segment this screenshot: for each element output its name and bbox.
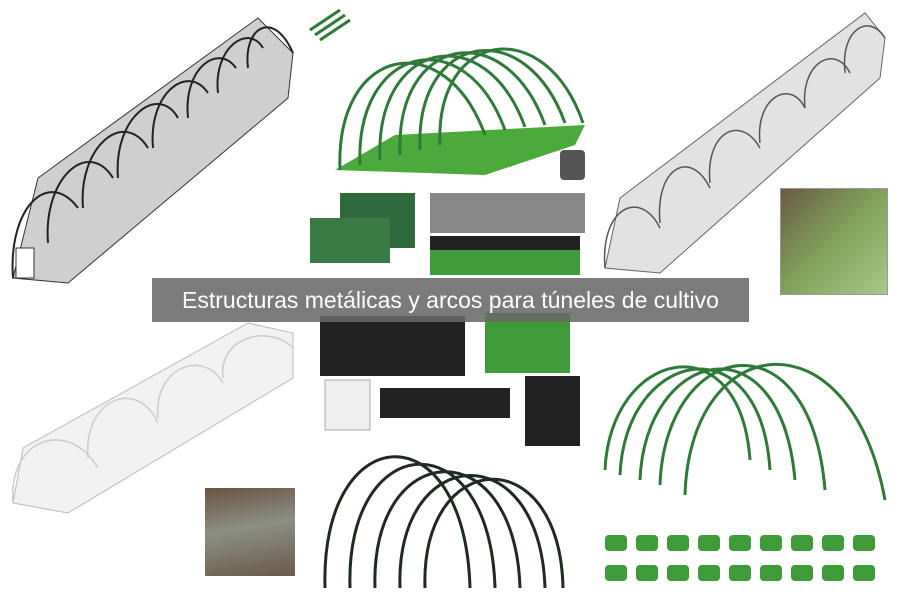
clip-part	[791, 565, 813, 581]
clip-part	[760, 535, 782, 551]
parts-kit-image	[305, 188, 595, 598]
clip-part	[729, 535, 751, 551]
clip-part	[729, 565, 751, 581]
net-tunnel-image	[8, 8, 298, 293]
clip-part	[667, 565, 689, 581]
clip-part	[853, 535, 875, 551]
long-net-tunnel-image	[600, 8, 892, 295]
clip-part	[605, 535, 627, 551]
clip-part	[791, 535, 813, 551]
clip-part	[853, 565, 875, 581]
arches-clips-image	[600, 310, 892, 595]
clip-part	[760, 565, 782, 581]
plastic-film-photo	[205, 488, 295, 576]
clip-part	[698, 565, 720, 581]
green-arches-kit-image	[305, 5, 595, 185]
clip-part	[822, 565, 844, 581]
clip-part	[636, 535, 658, 551]
clip-part	[605, 565, 627, 581]
plastic-tunnel-image	[8, 318, 298, 588]
category-caption[interactable]: Estructuras metálicas y arcos para túnel…	[152, 278, 749, 322]
clip-part	[636, 565, 658, 581]
clip-part	[667, 535, 689, 551]
tunnel-closeup-photo	[780, 188, 888, 295]
clip-part	[822, 535, 844, 551]
clip-part	[698, 535, 720, 551]
